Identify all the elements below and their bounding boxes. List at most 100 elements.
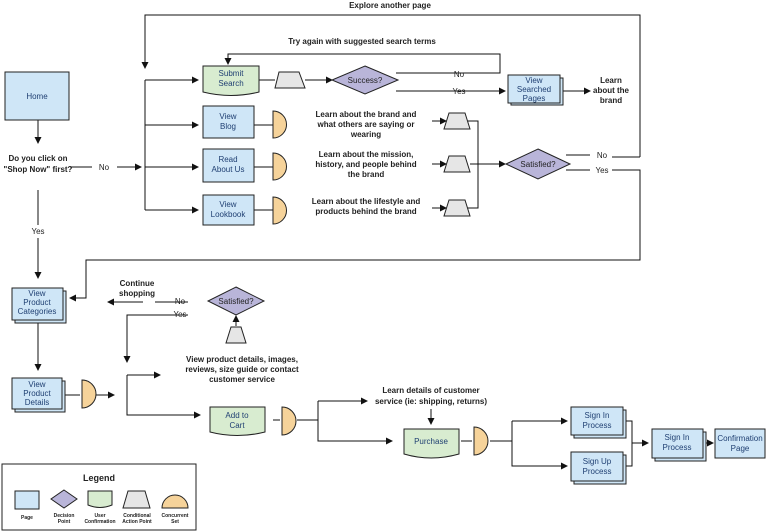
svg-text:Point: Point (58, 519, 71, 525)
svg-text:Add to: Add to (225, 411, 249, 420)
svg-text:Conditional: Conditional (123, 513, 151, 519)
svg-text:Purchase: Purchase (414, 437, 448, 446)
success-label: Success? (348, 76, 383, 85)
satisfied-top-no-label: No (597, 151, 608, 160)
legend-confirmation-swatch (87, 490, 113, 508)
svg-text:Page: Page (731, 444, 750, 453)
svg-text:User: User (94, 513, 105, 519)
svg-text:about the: about the (593, 86, 630, 95)
sign-in-process-final-node: Sign In Process (651, 428, 707, 462)
read-about-us-node: Read About Us (202, 148, 255, 183)
service-description: Learn details of customer service (ie: s… (375, 386, 487, 406)
shop-now-question: Do you click on "Shop Now" first? (4, 154, 73, 174)
svg-text:Satisfied?: Satisfied? (218, 297, 254, 306)
legend-concurrent-swatch (161, 494, 189, 509)
svg-text:service (ie: shipping, returns: service (ie: shipping, returns) (375, 397, 487, 406)
legend: Legend Page Decision Point User Confirma… (1, 463, 197, 531)
satisfied-mid-decision: Satisfied? (206, 286, 266, 316)
svg-text:Product: Product (23, 298, 51, 307)
view-blog-node: View Blog (202, 105, 255, 139)
submit-search-line2: Search (218, 79, 243, 88)
shop-now-no-label: No (99, 163, 110, 172)
legend-page-swatch (14, 490, 40, 510)
svg-text:Confirmation: Confirmation (84, 519, 115, 525)
svg-text:Product: Product (23, 389, 51, 398)
legend-conditional-swatch (122, 490, 151, 509)
svg-text:About Us: About Us (212, 165, 245, 174)
about-conditional-action (443, 155, 471, 173)
svg-text:history, and people behind: history, and people behind (315, 160, 416, 169)
svg-text:customer service: customer service (209, 375, 275, 384)
purchase-node: Purchase (403, 428, 460, 459)
svg-text:Categories: Categories (18, 307, 57, 316)
success-decision: Success? (330, 65, 400, 95)
legend-decision-swatch (50, 489, 78, 509)
add-to-cart-node: Add to Cart (209, 406, 266, 436)
svg-text:Sign Up: Sign Up (583, 457, 612, 466)
home-node: Home (4, 71, 70, 121)
shop-now-question-line2: "Shop Now" first? (4, 165, 73, 174)
legend-page-label: Page (21, 515, 33, 521)
sign-up-process-node: Sign Up Process (570, 451, 627, 485)
lookbook-concurrent-set (272, 196, 287, 225)
lookbook-conditional-action (443, 199, 471, 217)
svg-text:View: View (28, 380, 45, 389)
view-product-categories-node: View Product Categories (11, 287, 67, 324)
blog-description: Learn about the brand and what others ar… (316, 110, 417, 139)
svg-text:the brand: the brand (348, 170, 385, 179)
explore-another-page-label: Explore another page (349, 1, 431, 10)
submit-search-line1: Submit (219, 69, 245, 78)
learn-brand-label: Learn about the brand (593, 76, 630, 105)
search-conditional-action (274, 71, 306, 89)
svg-text:View: View (219, 112, 236, 121)
success-no-label: No (454, 70, 465, 79)
satisfied-top-yes-label: Yes (595, 166, 608, 175)
shop-now-yes-label: Yes (31, 227, 44, 236)
svg-text:Learn about the mission,: Learn about the mission, (319, 150, 414, 159)
svg-text:Cart: Cart (229, 421, 245, 430)
svg-text:Concurrent: Concurrent (162, 513, 189, 519)
svg-text:Learn details of customer: Learn details of customer (382, 386, 479, 395)
svg-text:Process: Process (663, 443, 692, 452)
satisfied-mid-no-label: No (175, 297, 186, 306)
view-searched-pages-node: View Searched Pages (507, 74, 564, 106)
confirmation-page-node: Confirmation Page (714, 428, 766, 459)
svg-text:Blog: Blog (220, 122, 236, 131)
legend-title: Legend (83, 473, 115, 483)
continue-shopping-label: Continue shopping (119, 279, 155, 298)
svg-text:Sign In: Sign In (665, 433, 690, 442)
svg-text:Process: Process (583, 421, 612, 430)
svg-text:Lookbook: Lookbook (211, 210, 247, 219)
svg-text:Decision: Decision (54, 513, 75, 519)
svg-text:brand: brand (600, 96, 622, 105)
svg-text:Sign In: Sign In (585, 411, 610, 420)
satisfied-mid-yes-label: Yes (173, 310, 186, 319)
about-description: Learn about the mission, history, and pe… (315, 150, 416, 179)
svg-text:products behind the brand: products behind the brand (315, 207, 416, 216)
about-concurrent-set (272, 152, 287, 181)
home-label: Home (26, 92, 48, 101)
svg-text:wearing: wearing (350, 130, 381, 139)
shop-now-question-line1: Do you click on (8, 154, 67, 163)
view-searched-pages-line2: Searched (517, 85, 551, 94)
cart-concurrent-set (281, 406, 297, 436)
view-product-details-node: View Product Details (11, 377, 66, 413)
connectors (34, 14, 714, 470)
svg-text:Confirmation: Confirmation (717, 434, 762, 443)
svg-text:Details: Details (25, 398, 49, 407)
submit-search-node: Submit Search (202, 65, 260, 96)
view-searched-pages-line1: View (525, 76, 542, 85)
svg-text:Continue: Continue (120, 279, 155, 288)
svg-text:View product details, images,: View product details, images, (186, 355, 298, 364)
svg-text:Satisfied?: Satisfied? (520, 160, 556, 169)
try-again-label: Try again with suggested search terms (288, 37, 436, 46)
svg-text:View: View (219, 200, 236, 209)
success-yes-label: Yes (452, 87, 465, 96)
lookbook-description: Learn about the lifestyle and products b… (312, 197, 421, 216)
blog-conditional-action (443, 112, 471, 130)
svg-text:Learn about the brand and: Learn about the brand and (316, 110, 417, 119)
sign-in-process-node: Sign In Process (570, 406, 627, 439)
svg-text:Process: Process (583, 467, 612, 476)
satisfied-top-decision: Satisfied? (504, 148, 572, 180)
